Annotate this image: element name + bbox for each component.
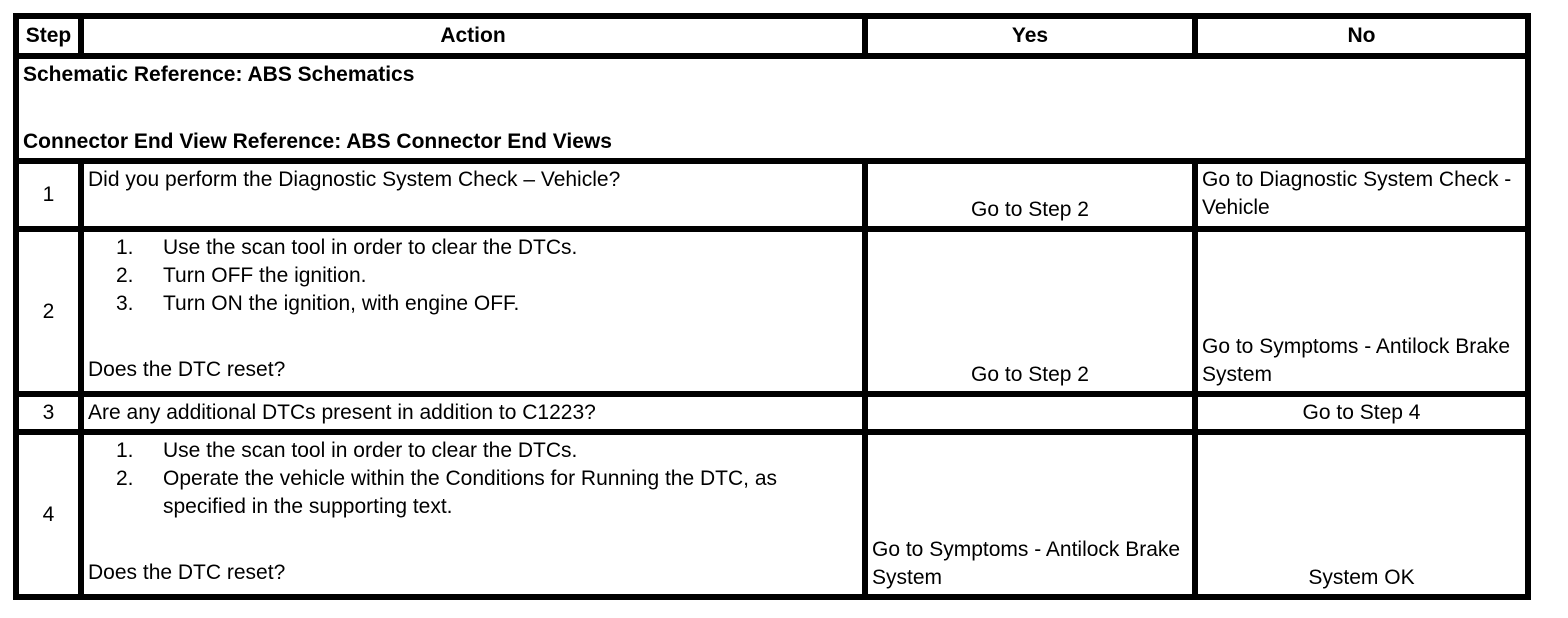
header-no: No (1192, 13, 1531, 59)
header-action: Action (78, 13, 868, 59)
yes-cell: Go to Symptoms - Antilock Brake System (862, 429, 1198, 600)
list-item-number: 2. (116, 264, 134, 287)
step-number: 4 (13, 429, 84, 600)
reference-cell: Schematic Reference: ABS Schematics Conn… (13, 53, 1531, 164)
list-item-number: 1. (116, 439, 134, 462)
yes-cell: Go to Step 2 (862, 226, 1198, 397)
header-yes: Yes (862, 13, 1198, 59)
diagnostic-table-page: Step Action Yes No Schematic Reference: … (0, 13, 1568, 600)
table-row: 1 Did you perform the Diagnostic System … (13, 158, 1531, 232)
list-item-number: 3. (116, 292, 134, 315)
action-cell: Did you perform the Diagnostic System Ch… (78, 158, 868, 232)
table-row: 4 1. Use the scan tool in order to clear… (13, 429, 1531, 600)
table-row: 3 Are any additional DTCs present in add… (13, 391, 1531, 435)
table-header-row: Step Action Yes No (13, 13, 1531, 59)
step-number: 3 (13, 391, 84, 435)
action-step-list: 1. Use the scan tool in order to clear t… (88, 438, 858, 521)
action-question: Does the DTC reset? (88, 561, 286, 584)
action-cell: 1. Use the scan tool in order to clear t… (78, 429, 868, 600)
no-cell: System OK (1192, 429, 1531, 600)
no-cell: Go to Step 4 (1192, 391, 1531, 435)
list-item-number: 2. (116, 467, 134, 490)
list-item-text: Use the scan tool in order to clear the … (163, 236, 578, 259)
list-item: 2. Operate the vehicle within the Condit… (88, 465, 858, 521)
list-item-number: 1. (116, 236, 134, 259)
list-item-text: Turn ON the ignition, with engine OFF. (163, 292, 520, 315)
no-cell: Go to Symptoms - Antilock Brake System (1192, 226, 1531, 397)
list-item: 1. Use the scan tool in order to clear t… (88, 235, 858, 262)
list-item: 1. Use the scan tool in order to clear t… (88, 438, 858, 465)
list-item-text: Turn OFF the ignition. (163, 264, 367, 287)
connector-reference: Connector End View Reference: ABS Connec… (23, 130, 612, 153)
action-question: Does the DTC reset? (88, 358, 286, 381)
step-number: 1 (13, 158, 84, 232)
action-question: Did you perform the Diagnostic System Ch… (88, 168, 621, 191)
list-item: 2. Turn OFF the ignition. (88, 262, 858, 290)
reference-row: Schematic Reference: ABS Schematics Conn… (13, 53, 1531, 164)
no-cell: Go to Diagnostic System Check - Vehicle (1192, 158, 1531, 232)
action-cell: 1. Use the scan tool in order to clear t… (78, 226, 868, 397)
action-step-list: 1. Use the scan tool in order to clear t… (88, 235, 858, 318)
yes-cell: Go to Step 2 (862, 158, 1198, 232)
list-item-text: Use the scan tool in order to clear the … (163, 439, 578, 462)
dtc-diagnostic-table: Step Action Yes No Schematic Reference: … (13, 13, 1531, 600)
action-question: Are any additional DTCs present in addit… (88, 401, 596, 424)
schematic-reference: Schematic Reference: ABS Schematics (23, 63, 415, 86)
header-step: Step (13, 13, 84, 59)
table-row: 2 1. Use the scan tool in order to clear… (13, 226, 1531, 397)
step-number: 2 (13, 226, 84, 397)
list-item-text: Operate the vehicle within the Condition… (163, 467, 777, 518)
yes-cell (862, 391, 1198, 435)
action-cell: Are any additional DTCs present in addit… (78, 391, 868, 435)
list-item: 3. Turn ON the ignition, with engine OFF… (88, 290, 858, 318)
